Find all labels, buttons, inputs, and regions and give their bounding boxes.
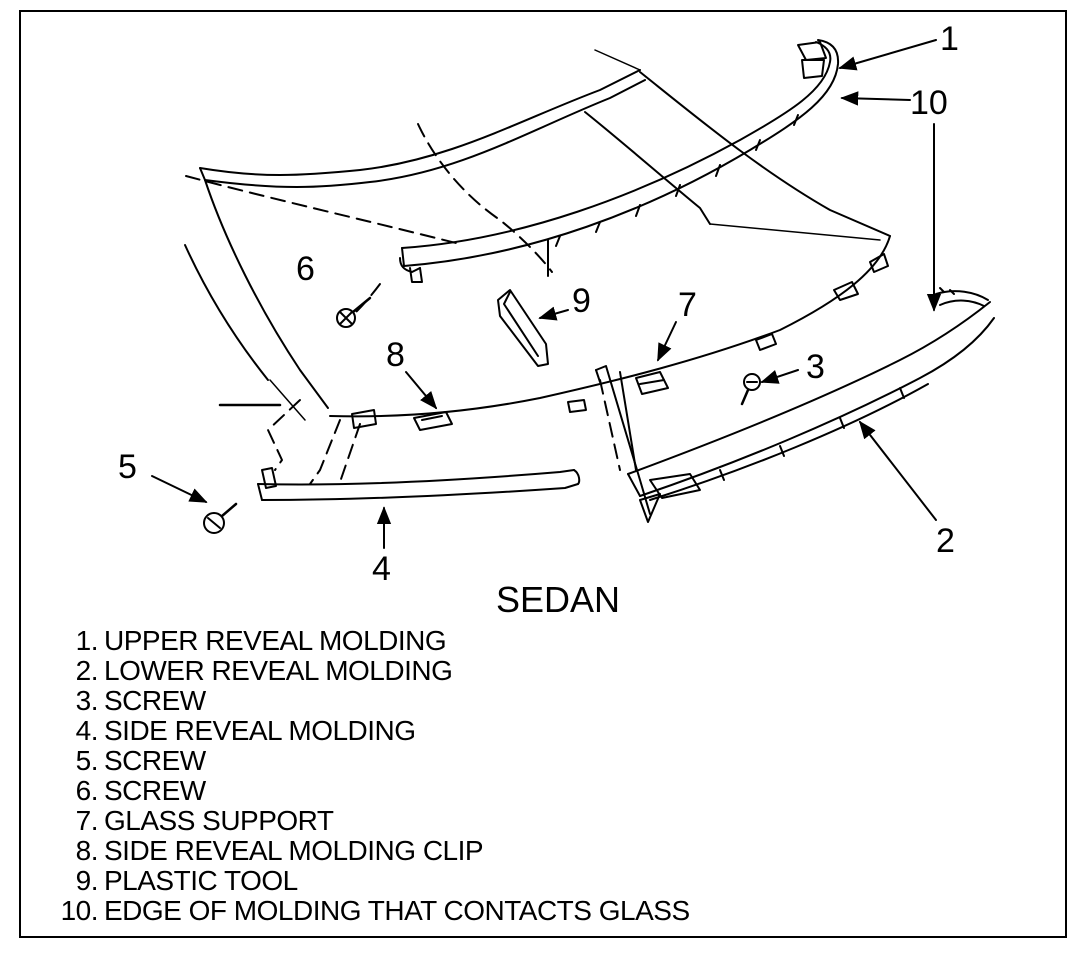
- legend-number: 5.: [75, 745, 99, 776]
- lower-reveal-molding: [627, 287, 995, 501]
- callout-1: 1: [940, 20, 959, 58]
- legend-item: 4.SIDE REVEAL MOLDING: [40, 716, 690, 746]
- callout-10: 10: [910, 84, 948, 122]
- screw-5: [203, 502, 238, 534]
- legend-item: 8.SIDE REVEAL MOLDING CLIP: [40, 836, 690, 866]
- legend-number: 3.: [75, 685, 99, 716]
- legend-number: 8.: [75, 835, 99, 866]
- callout-6: 6: [296, 250, 315, 288]
- legend-item: 10.EDGE OF MOLDING THAT CONTACTS GLASS: [40, 895, 691, 926]
- callout-4: 4: [372, 550, 391, 588]
- legend-item: 5.SCREW: [40, 746, 690, 776]
- legend-text: SIDE REVEAL MOLDING CLIP: [104, 835, 484, 866]
- screw-3: [740, 373, 761, 406]
- center-bracket: [595, 365, 661, 523]
- legend-text: GLASS SUPPORT: [104, 805, 334, 836]
- legend-item: 6.SCREW: [40, 776, 690, 806]
- legend-item: 7.GLASS SUPPORT: [40, 806, 690, 836]
- legend-item: 3.SCREW: [40, 686, 690, 716]
- side-reveal-molding: [257, 467, 581, 501]
- upper-reveal-molding: [399, 39, 840, 283]
- legend-number: 1.: [75, 625, 99, 656]
- legend-number: 7.: [75, 805, 99, 836]
- legend-number: 2.: [75, 655, 99, 686]
- callout-2: 2: [936, 522, 955, 560]
- callout-9: 9: [572, 282, 591, 320]
- leader-lines: [151, 39, 942, 549]
- legend-number: 4.: [75, 715, 99, 746]
- glass-support: [635, 371, 669, 395]
- callout-5: 5: [118, 448, 137, 486]
- diagram-frame: [19, 10, 1067, 938]
- bracket-guide-line: [619, 371, 637, 471]
- legend-number: 10.: [60, 895, 99, 926]
- windshield-glass: [184, 49, 891, 421]
- legend-text: EDGE OF MOLDING THAT CONTACTS GLASS: [104, 895, 690, 926]
- lower-edge-clips: [351, 253, 889, 429]
- legend-text: LOWER REVEAL MOLDING: [104, 655, 453, 686]
- legend-item: 1.UPPER REVEAL MOLDING: [40, 626, 690, 656]
- plastic-tool: [497, 289, 549, 367]
- callout-8: 8: [386, 336, 405, 374]
- callout-3: 3: [806, 348, 825, 386]
- legend-number: 9.: [75, 865, 99, 896]
- legend-text: SCREW: [104, 685, 206, 716]
- legend-number: 6.: [75, 775, 99, 806]
- parts-legend: 1.UPPER REVEAL MOLDING 2.LOWER REVEAL MO…: [40, 626, 691, 926]
- legend-text: PLASTIC TOOL: [104, 865, 298, 896]
- side-reveal-molding-clip: [413, 411, 453, 431]
- legend-text: SCREW: [104, 775, 206, 806]
- legend-item: 2.LOWER REVEAL MOLDING: [40, 656, 690, 686]
- callout-7: 7: [678, 286, 697, 324]
- legend-text: SIDE REVEAL MOLDING: [104, 715, 416, 746]
- legend-text: SCREW: [104, 745, 206, 776]
- legend-item: 9.PLASTIC TOOL: [40, 866, 690, 896]
- alignment-lines: [185, 123, 621, 485]
- diagram-title: SEDAN: [496, 579, 620, 620]
- legend-text: UPPER REVEAL MOLDING: [104, 625, 447, 656]
